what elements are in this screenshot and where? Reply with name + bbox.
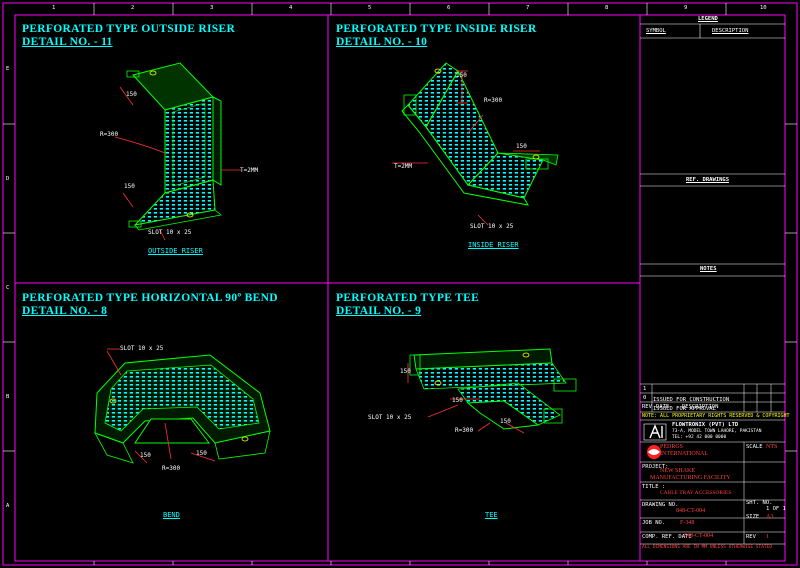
border-ref-col-2: 2 xyxy=(131,5,135,11)
revision-row-2-desc: ISSUED FOR APPROVAL xyxy=(653,406,716,412)
notes-heading: NOTES xyxy=(700,266,717,272)
border-ref-col-10: 10 xyxy=(760,5,767,11)
detail-10-title: PERFORATED TYPE INSIDE RISER xyxy=(336,23,537,35)
detail-11-title-block: PERFORATED TYPE OUTSIDE RISER DETAIL NO.… xyxy=(22,23,235,49)
comp-ref: 848-CT-004 xyxy=(684,533,714,539)
client-logo xyxy=(647,445,661,459)
bend-caption: BEND xyxy=(163,511,180,519)
tee-dim-end: 150 xyxy=(400,368,411,375)
comp-ref-label: COMP. REF. DATE xyxy=(642,534,692,540)
border-ref-row-b: B xyxy=(6,394,10,400)
inside-riser-caption: INSIDE RISER xyxy=(468,241,519,249)
job-no: F-348 xyxy=(680,520,695,526)
size-value: A3 xyxy=(766,514,774,520)
revision-row-1-rev: 1 xyxy=(643,386,647,392)
bend-radius-label: R=300 xyxy=(162,465,181,472)
revision-header-rev: REV xyxy=(642,404,652,410)
project-line-1: NEW SHAKE xyxy=(660,468,696,474)
tee-radius-label: R=300 xyxy=(455,427,474,434)
client-subtitle: INTERNATIONAL xyxy=(660,451,708,457)
ref-drawings-heading: REF. DRAWINGS xyxy=(686,177,730,183)
scale-value: NTS xyxy=(766,444,778,450)
drawing-title-label: TITLE : xyxy=(642,484,666,490)
company-address-2: TEL: +92 42 000 0000 xyxy=(672,435,727,440)
detail-9-number: DETAIL NO. - 9 xyxy=(336,305,422,317)
inside-riser-dim-horizontal: 150 xyxy=(516,143,527,150)
size-label: SIZE xyxy=(746,514,760,520)
revision-header-desc: DESCRIPTION xyxy=(682,404,719,410)
border-ref-row-e: E xyxy=(6,66,10,72)
detail-10-title-block: PERFORATED TYPE INSIDE RISER DETAIL NO. … xyxy=(336,23,537,49)
revision-row-2: ISSUED FOR APPROVAL xyxy=(653,395,716,414)
tee-drawing xyxy=(407,348,577,434)
inside-riser-slot-label: SLOT 10 x 25 xyxy=(470,223,514,230)
inside-riser-dim-vertical: 150 xyxy=(456,72,467,79)
outside-riser-thickness-label: T=2MM xyxy=(240,167,259,174)
title-block-grid xyxy=(640,384,785,545)
detail-10-number: DETAIL NO. - 10 xyxy=(336,36,428,48)
company-name: FLOWTRONIX (PVT) LTD xyxy=(672,422,739,428)
border-ref-col-1: 1 xyxy=(52,5,56,11)
tee-caption: TEE xyxy=(485,511,498,519)
inside-riser-thickness-label: T=2MM xyxy=(394,163,413,170)
drawing-no-label: DRAWING NO. xyxy=(642,502,679,508)
legend-symbol-header: SYMBOL xyxy=(646,28,666,34)
detail-11-title: PERFORATED TYPE OUTSIDE RISER xyxy=(22,23,236,35)
company-address-1: 73-A, MODEL TOWN LAHORE, PAKISTAN xyxy=(672,429,762,434)
drawing-no: 848-CT-004 xyxy=(676,508,706,514)
bend-dim-right: 150 xyxy=(196,450,207,457)
rev-value: 1 xyxy=(766,534,769,540)
border-ref-col-8: 8 xyxy=(605,5,609,11)
border-ref-col-4: 4 xyxy=(289,5,293,11)
inside-riser-radius-label: R=300 xyxy=(484,97,503,104)
drawing-title: CABLE TRAY ACCESSORIES xyxy=(660,490,732,496)
rev-label: REV xyxy=(746,534,756,540)
inside-riser-drawing xyxy=(392,62,559,226)
border-ref-row-c: C xyxy=(6,285,10,291)
sheet-value: 1 OF 1 xyxy=(766,506,786,512)
scale-label: SCALE xyxy=(746,444,763,450)
border-ref-row-a: A xyxy=(6,503,10,509)
outside-riser-slot-label: SLOT 10 x 25 xyxy=(148,229,192,236)
detail-8-title-block: PERFORATED TYPE HORIZONTAL 90º BEND DETA… xyxy=(22,292,278,318)
outside-riser-drawing xyxy=(114,62,241,241)
outside-riser-dim-lower: 150 xyxy=(124,183,135,190)
sheet-label: SHT. NO. xyxy=(746,500,773,506)
client-name: PEDRGS xyxy=(660,444,684,450)
revision-row-1-desc: ISSUED FOR CONSTRUCTION xyxy=(653,397,730,403)
bend-slot-label: SLOT 10 x 25 xyxy=(120,345,164,352)
detail-8-title: PERFORATED TYPE HORIZONTAL 90º BEND xyxy=(22,292,278,304)
job-no-label: JOB NO. xyxy=(642,520,666,526)
company-logo xyxy=(643,423,667,441)
border-ref-col-5: 5 xyxy=(368,5,372,11)
tee-dim-branch: 150 xyxy=(452,397,463,404)
tee-dim-side: 150 xyxy=(500,418,511,425)
tee-slot-label: SLOT 10 x 25 xyxy=(368,414,412,421)
detail-9-title: PERFORATED TYPE TEE xyxy=(336,292,480,304)
revision-header-date: DATE xyxy=(656,404,670,410)
revision-row-1: ISSUED FOR CONSTRUCTION xyxy=(653,386,729,405)
border-ref-col-6: 6 xyxy=(447,5,451,11)
detail-9-title-block: PERFORATED TYPE TEE DETAIL NO. - 9 xyxy=(336,292,479,318)
title-block-footer: ALL DIMENSIONS ARE IN MM UNLESS OTHERWIS… xyxy=(642,545,773,550)
horizontal-bend-drawing xyxy=(94,348,271,464)
border-ref-col-3: 3 xyxy=(210,5,214,11)
detail-11-number: DETAIL NO. - 11 xyxy=(22,36,113,48)
project-label: PROJECT: xyxy=(642,464,669,470)
project-line-2: MANUFACTURING FACILITY xyxy=(650,475,731,481)
border-ref-col-9: 9 xyxy=(684,5,688,11)
outside-riser-caption: OUTSIDE RISER xyxy=(148,247,203,255)
title-block-note: NOTE: ALL PROPRIETARY RIGHTS RESERVED & … xyxy=(642,413,790,419)
revision-row-2-rev: 0 xyxy=(643,395,647,401)
detail-8-number: DETAIL NO. - 8 xyxy=(22,305,108,317)
border-ref-col-7: 7 xyxy=(526,5,530,11)
legend-description-header: DESCRIPTION xyxy=(712,28,749,34)
outside-riser-radius-label: R=300 xyxy=(100,131,119,138)
legend-heading: LEGEND xyxy=(698,16,718,22)
outside-riser-dim-upper: 150 xyxy=(126,91,137,98)
bend-dim-left: 150 xyxy=(140,452,151,459)
border-ref-row-d: D xyxy=(6,176,10,182)
